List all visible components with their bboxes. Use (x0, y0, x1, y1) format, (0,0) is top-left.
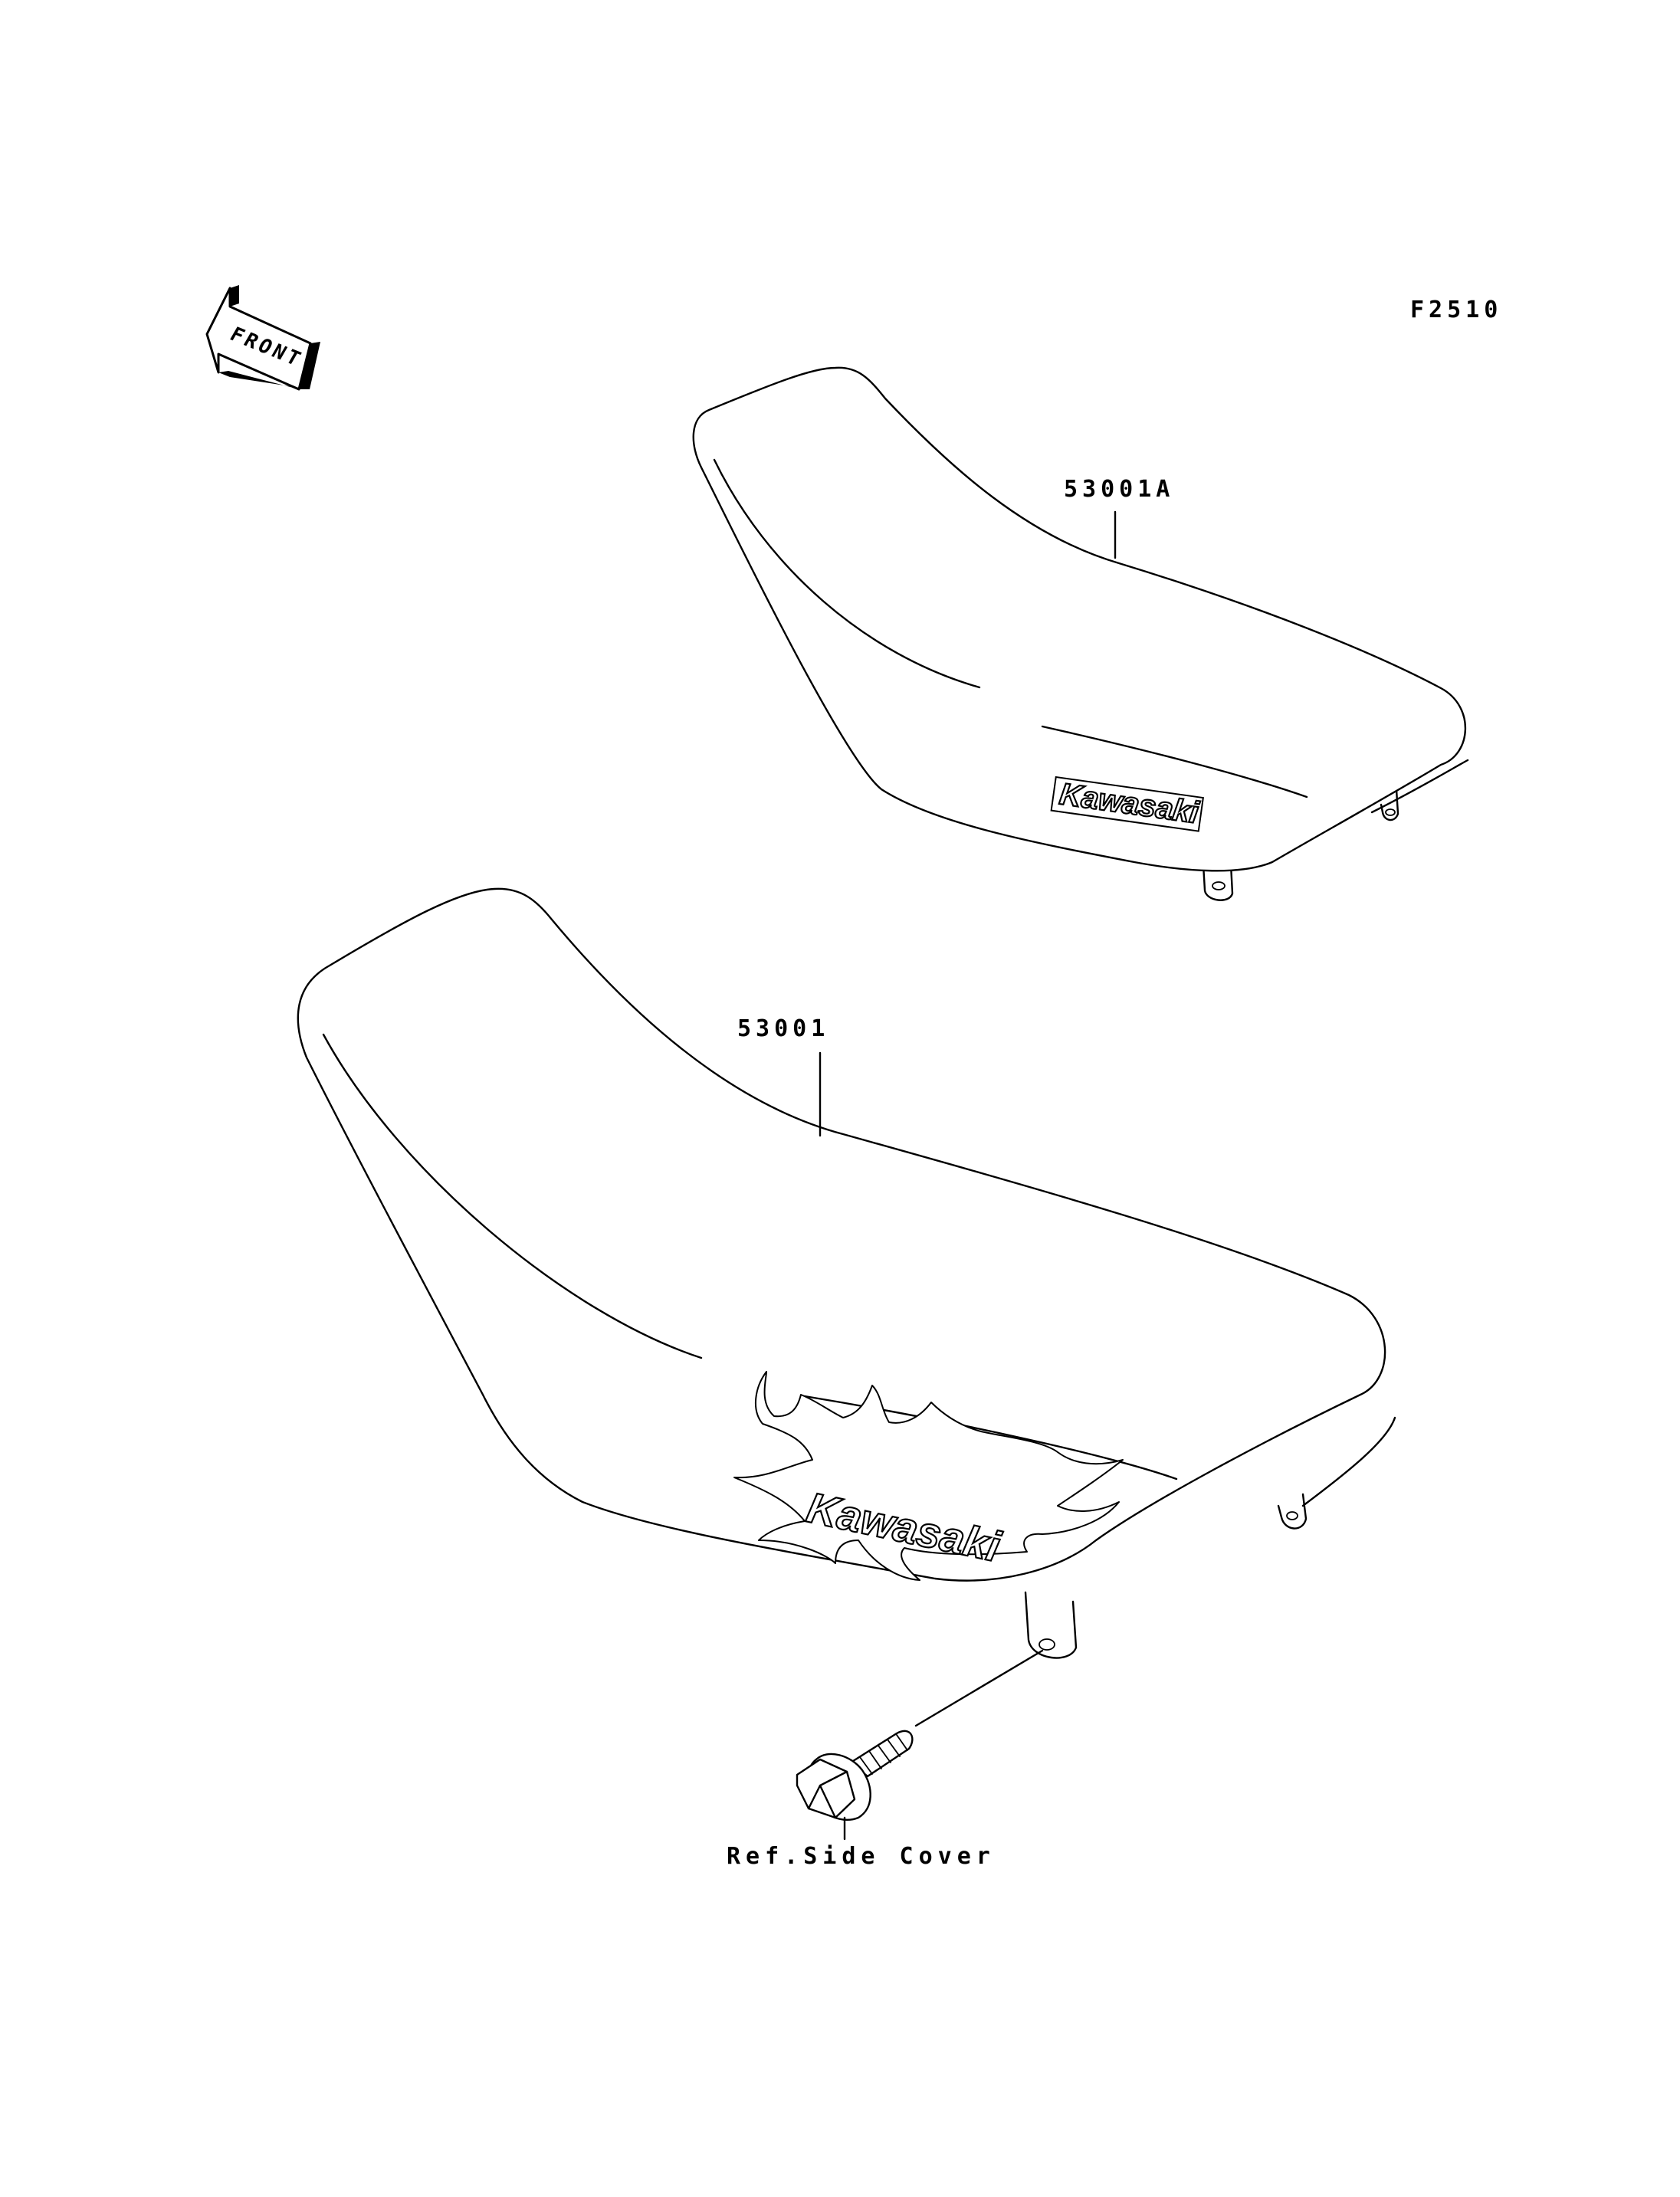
seat-53001-rear-tab (1277, 1493, 1308, 1530)
reference-side-cover-label: Ref.Side Cover (727, 1843, 996, 1870)
seat-53001a: Kawasaki 53001A (692, 366, 1469, 901)
figure-code: F2510 (1410, 297, 1502, 323)
part-number-53001: 53001 (737, 1015, 829, 1042)
seat-53001-body (297, 887, 1386, 1582)
part-number-53001a: 53001A (1064, 476, 1174, 503)
seat-53001: 53001 Kawasaki (297, 887, 1396, 1659)
seat-53001a-front-tab (1202, 863, 1234, 901)
seat-53001-front-tab (1024, 1591, 1078, 1659)
seat-53001a-body (692, 366, 1467, 872)
seat-53001a-rear-tab (1380, 788, 1399, 821)
front-arrow-icon: FRONT (205, 285, 320, 391)
hex-bolt-icon (796, 1649, 1044, 1841)
